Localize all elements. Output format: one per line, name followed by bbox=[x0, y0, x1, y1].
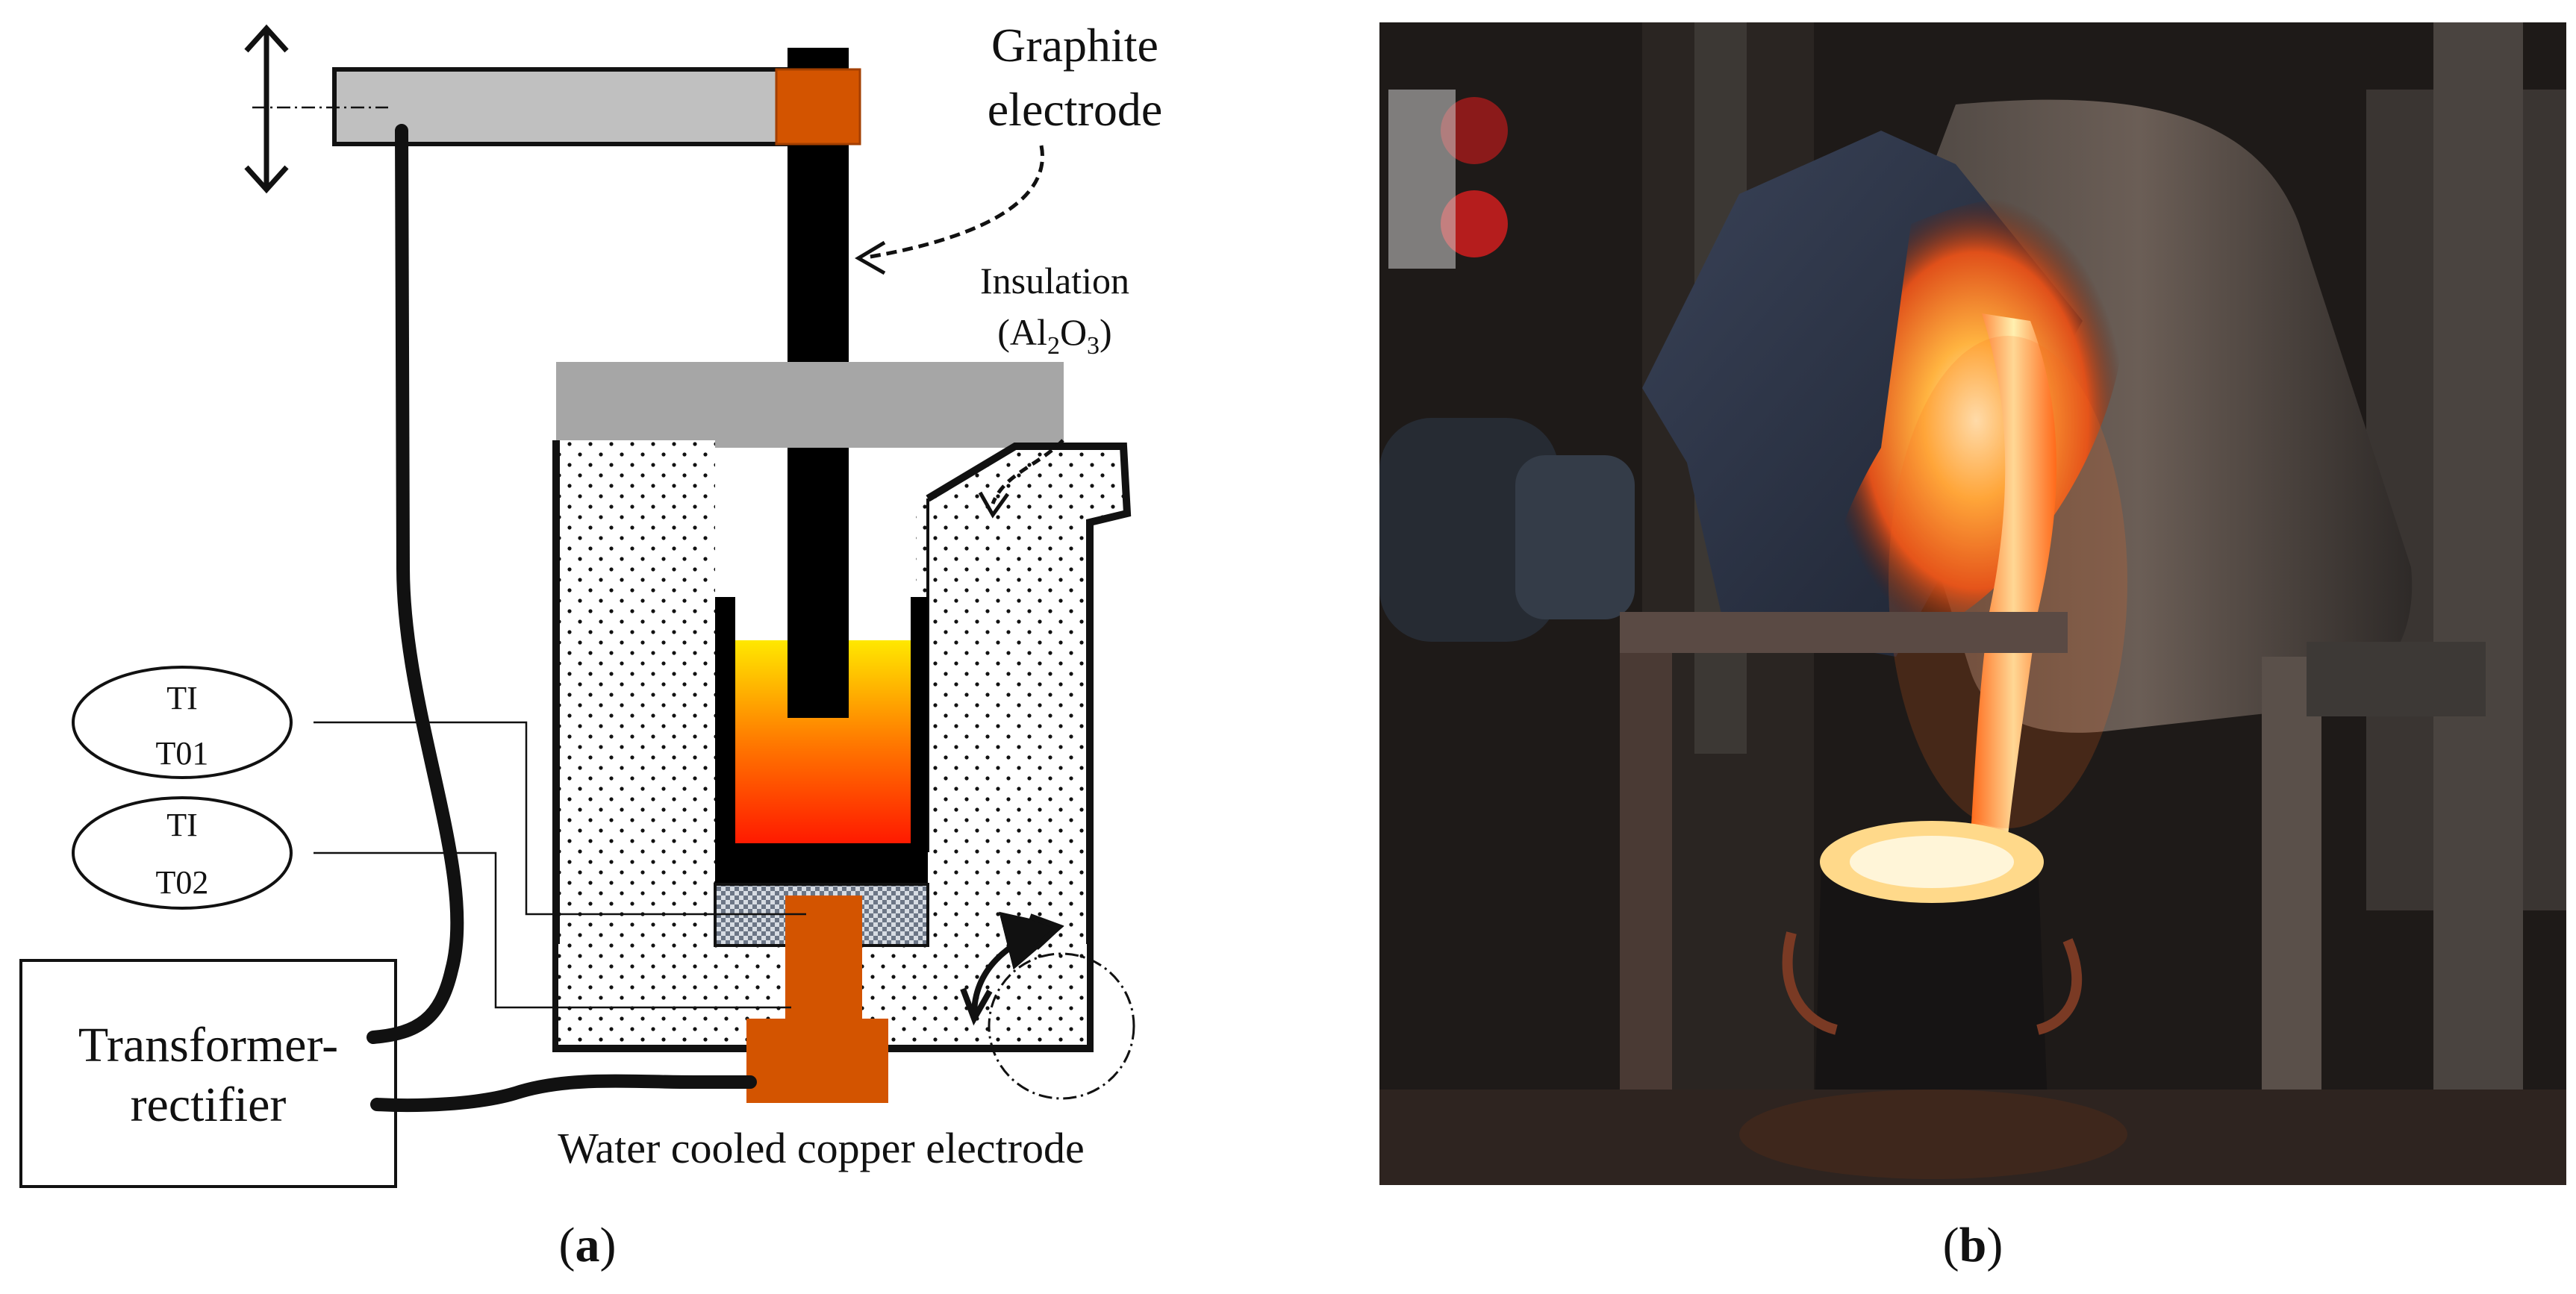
ti-t02-label-bottom: T02 bbox=[156, 864, 209, 901]
furnace-left-wall bbox=[556, 440, 916, 996]
panel-b-photo bbox=[1379, 22, 2566, 1185]
transformer-rectifier-box bbox=[19, 959, 397, 1188]
t02-signal-line bbox=[314, 851, 791, 1009]
ti-t01-instrument bbox=[72, 666, 293, 779]
vertical-movement-arrow-icon bbox=[244, 24, 289, 194]
insulation-leader-arrow bbox=[991, 439, 1064, 504]
insulation-cover bbox=[556, 362, 1064, 448]
lower-power-cable bbox=[370, 1074, 757, 1113]
insulation-label-line2: (Al2O3) bbox=[997, 311, 1111, 360]
insulation-label-line1: Insulation bbox=[980, 260, 1129, 301]
ti-t01-label-top: TI bbox=[166, 680, 198, 716]
copper-bottom-electrode bbox=[746, 896, 888, 1103]
graphite-electrode-label-line2: electrode bbox=[988, 83, 1163, 136]
upper-power-cable bbox=[367, 124, 464, 1044]
molten-stream bbox=[1971, 313, 2056, 836]
graphite-electrode-label-line1: Graphite bbox=[991, 19, 1158, 72]
furnace-right-wall bbox=[916, 446, 1127, 996]
transformer-label-line1: Transformer- bbox=[78, 1018, 338, 1072]
copper-electrode-label: Water cooled copper electrode bbox=[558, 1124, 1084, 1172]
ti-t02-instrument bbox=[72, 796, 293, 910]
receiving-ladle bbox=[1814, 858, 2049, 1142]
panel-b-caption: (b) bbox=[1943, 1218, 2003, 1272]
pouring-spout-glow bbox=[1827, 196, 2126, 645]
panel-a: Graphite electrode Insulation (Al2O3) TI… bbox=[19, 19, 1163, 1272]
tilt-arrow-icon bbox=[971, 911, 1064, 1016]
transformer-label-line2: rectifier bbox=[131, 1078, 287, 1132]
panel-a-caption: (a) bbox=[559, 1218, 617, 1272]
ti-t01-label-bottom: T01 bbox=[156, 735, 209, 772]
graphite-leader-arrow bbox=[865, 145, 1044, 260]
electrode-clamp bbox=[775, 68, 861, 146]
crucible-wall bbox=[715, 597, 928, 884]
ti-t02-label-top: TI bbox=[166, 807, 198, 843]
tilt-pivot-circle bbox=[988, 952, 1135, 1100]
